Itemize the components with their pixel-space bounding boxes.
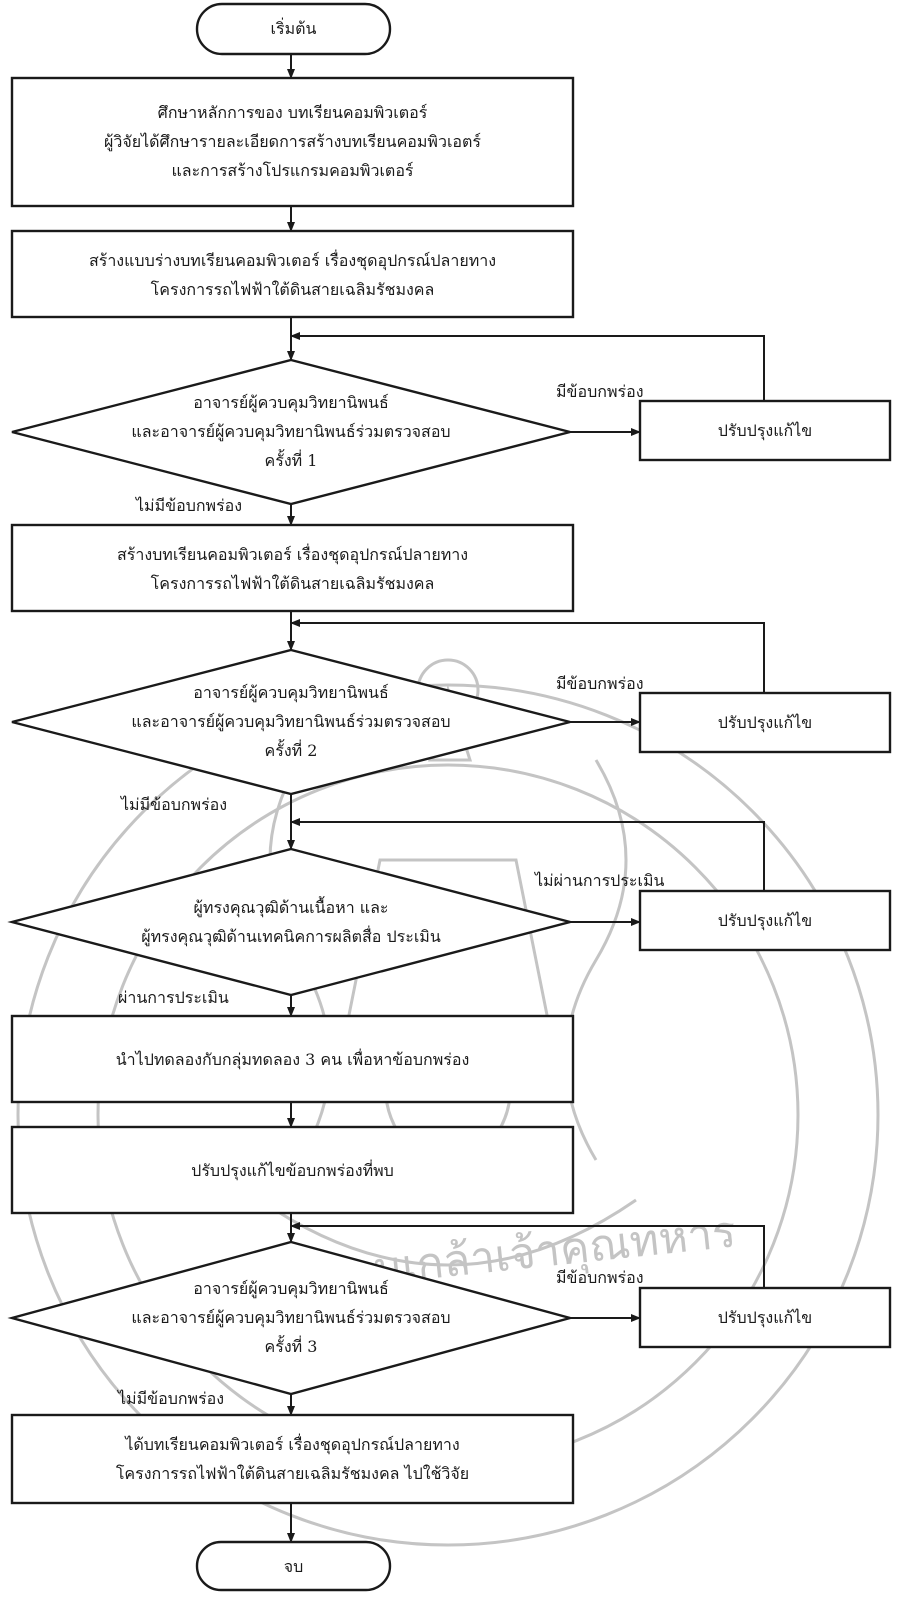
expert-text: ผู้ทรงคุณวุฒิด้านเนื้อหา และ ผู้ทรงคุณวุ… bbox=[60, 893, 522, 951]
check1-line-3: ครั้งที่ 1 bbox=[264, 451, 318, 470]
study-line-3: และการสร้างโปรแกรมคอมพิวเตอร์ bbox=[171, 161, 414, 180]
trial-process-box bbox=[10, 1014, 575, 1104]
study-process-box bbox=[10, 76, 575, 208]
build-text: สร้างบทเรียนคอมพิวเตอร์ เรื่องชุดอุปกรณ์… bbox=[12, 540, 573, 598]
build-line-2: โครงการรถไฟฟ้าใต้ดินสายเฉลิมรัชมงคล bbox=[150, 574, 435, 593]
fix2-label: ปรับปรุงแก้ไข bbox=[717, 713, 813, 732]
start-terminator bbox=[195, 2, 392, 56]
fix4-box bbox=[638, 1286, 892, 1349]
pass-label: ผ่านการประเมิน bbox=[118, 988, 229, 1007]
final-text: ได้บทเรียนคอมพิวเตอร์ เรื่องชุดอุปกรณ์ปล… bbox=[12, 1430, 573, 1488]
build-line-1: สร้างบทเรียนคอมพิวเตอร์ เรื่องชุดอุปกรณ์… bbox=[116, 545, 469, 564]
no-defect-label-2: ไม่มีข้อบกพร่อง bbox=[121, 795, 228, 814]
study-line-2: ผู้วิจัยได้ศึกษารายละเอียดการสร้างบทเรีย… bbox=[103, 132, 482, 151]
draft-line-2: โครงการรถไฟฟ้าใต้ดินสายเฉลิมรัชมงคล bbox=[150, 280, 435, 299]
check1-line-1: อาจารย์ผู้ควบคุมวิทยานิพนธ์ bbox=[193, 393, 389, 412]
no-defect-label-1: ไม่มีข้อบกพร่อง bbox=[136, 496, 243, 515]
study-line-1: ศึกษาหลักการของ บทเรียนคอมพิวเตอร์ bbox=[157, 103, 428, 122]
check3-line-3: ครั้งที่ 3 bbox=[264, 1337, 318, 1356]
expert-line-2: ผู้ทรงคุณวุฒิด้านเทคนิคการผลิตสื่อ ประเม… bbox=[141, 927, 441, 946]
final-line-1: ได้บทเรียนคอมพิวเตอร์ เรื่องชุดอุปกรณ์ปล… bbox=[125, 1435, 460, 1454]
check2-line-1: อาจารย์ผู้ควบคุมวิทยานิพนธ์ bbox=[193, 683, 389, 702]
start-label: เริ่มต้น bbox=[270, 19, 317, 38]
revise-process-box bbox=[10, 1125, 575, 1215]
defect-label-3: มีข้อบกพร่อง bbox=[556, 1268, 644, 1287]
fix3-box bbox=[638, 889, 892, 952]
fix3-label: ปรับปรุงแก้ไข bbox=[717, 911, 813, 930]
check2-line-3: ครั้งที่ 2 bbox=[264, 741, 318, 760]
draft-process-box bbox=[10, 229, 575, 319]
check2-text: อาจารย์ผู้ควบคุมวิทยานิพนธ์ และอาจารย์ผู… bbox=[60, 678, 522, 765]
defect-label-2: มีข้อบกพร่อง bbox=[556, 674, 644, 693]
check1-line-2: และอาจารย์ผู้ควบคุมวิทยานิพนธ์ร่วมตรวจสอ… bbox=[131, 422, 451, 441]
fail-label: ไม่ผ่านการประเมิน bbox=[535, 871, 665, 890]
check2-line-2: และอาจารย์ผู้ควบคุมวิทยานิพนธ์ร่วมตรวจสอ… bbox=[131, 712, 451, 731]
draft-text: สร้างแบบร่างบทเรียนคอมพิวเตอร์ เรื่องชุด… bbox=[12, 246, 573, 304]
expert-line-1: ผู้ทรงคุณวุฒิด้านเนื้อหา และ bbox=[193, 898, 389, 917]
check3-line-2: และอาจารย์ผู้ควบคุมวิทยานิพนธ์ร่วมตรวจสอ… bbox=[131, 1308, 451, 1327]
check1-text: อาจารย์ผู้ควบคุมวิทยานิพนธ์ และอาจารย์ผู… bbox=[60, 388, 522, 475]
fix4-label: ปรับปรุงแก้ไข bbox=[717, 1308, 813, 1327]
final-process-box bbox=[10, 1413, 575, 1505]
revise-label: ปรับปรุงแก้ไขข้อบกพร่องที่พบ bbox=[191, 1161, 394, 1180]
trial-label: นำไปทดลองกับกลุ่มทดลอง 3 คน เพื่อหาข้อบก… bbox=[115, 1050, 470, 1069]
end-label: จบ bbox=[283, 1557, 304, 1576]
check3-line-1: อาจารย์ผู้ควบคุมวิทยานิพนธ์ bbox=[193, 1279, 389, 1298]
build-process-box bbox=[10, 523, 575, 613]
fix1-label: ปรับปรุงแก้ไข bbox=[717, 421, 813, 440]
no-defect-label-3: ไม่มีข้อบกพร่อง bbox=[118, 1389, 225, 1408]
study-text: ศึกษาหลักการของ บทเรียนคอมพิวเตอร์ ผู้วิ… bbox=[12, 98, 573, 185]
check3-text: อาจารย์ผู้ควบคุมวิทยานิพนธ์ และอาจารย์ผู… bbox=[60, 1274, 522, 1361]
draft-line-1: สร้างแบบร่างบทเรียนคอมพิวเตอร์ เรื่องชุด… bbox=[88, 251, 497, 270]
defect-label-1: มีข้อบกพร่อง bbox=[556, 382, 644, 401]
fix1-box bbox=[638, 399, 892, 462]
final-line-2: โครงการรถไฟฟ้าใต้ดินสายเฉลิมรัชมงคล ไปใช… bbox=[115, 1464, 470, 1483]
